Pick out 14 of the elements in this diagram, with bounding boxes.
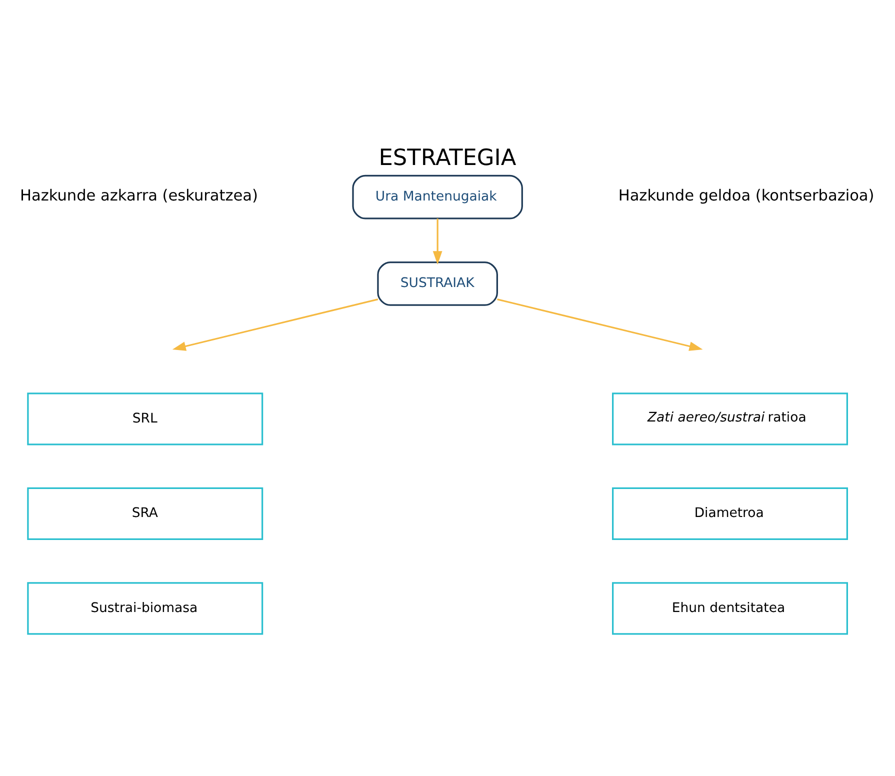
node-box: SRA <box>27 486 264 540</box>
node-box: Zati aereo/sustrai ratioa <box>612 392 848 445</box>
arrow <box>172 298 378 350</box>
diagram-title: ESTRATEGIA <box>378 144 516 171</box>
node-box: Sustrai-biomasa <box>27 582 264 634</box>
node-box: Ura Mantenugaiak <box>352 174 523 219</box>
node-box: SRL <box>27 392 264 445</box>
arrow <box>497 298 703 350</box>
label: Hazkunde geldoa (kontserbazioa) <box>618 186 874 204</box>
node-box: Diametroa <box>612 486 848 540</box>
node-box: Ehun dentsitatea <box>612 582 848 634</box>
arrow <box>432 218 442 264</box>
label: Hazkunde azkarra (eskuratzea) <box>20 186 258 204</box>
node-box: SUSTRAIAK <box>377 260 498 306</box>
